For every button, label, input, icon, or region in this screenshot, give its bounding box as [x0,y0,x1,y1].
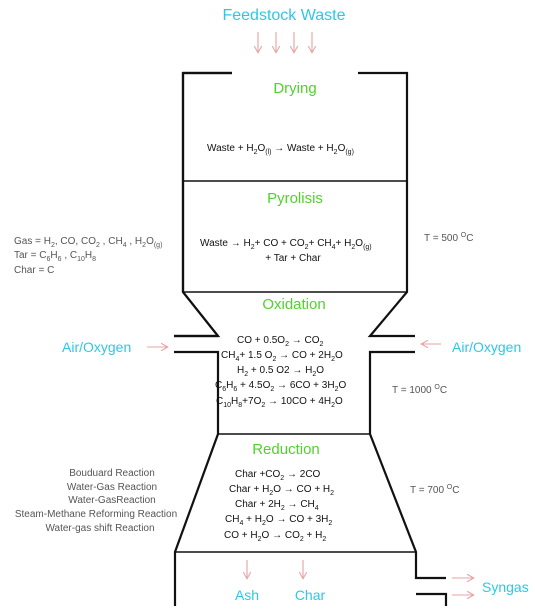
reduction-equation: Char +CO2 → 2CO [235,469,321,482]
reaction-name: Water-Gas Reaction [67,482,157,493]
pyrolysis-equation-2: + Tar + Char [265,253,321,264]
feedstock-label: Feedstock Waste [222,7,345,24]
char-composition: Char = C [14,265,54,276]
reaction-name: Water-gas shift Reaction [45,523,154,534]
reduction-temperature: T = 700 OC [410,484,459,496]
tar-composition: Tar = C6H6 , C10H8 [14,250,96,263]
gas-composition: Gas = H2, CO, CO2 , CH4 , H2O(g) [14,236,162,249]
oxidation-temperature: T = 1000 OC [392,384,447,396]
oxidation-equation: C6H6 + 4.5O2 → 6CO + 3H2O [215,380,346,393]
reactor-right-wall [358,71,448,606]
drying-equation: Waste + H2O(l) → Waste + H2O(g) [207,143,354,156]
pyrolysis-temperature: T = 500 OC [424,232,473,244]
zone-title-reduction: Reduction [252,441,320,458]
reaction-name: Bouduard Reaction [69,468,155,479]
reduction-equation: Char + 2H2 → CH4 [235,499,319,512]
feed-arrows [258,32,312,52]
reaction-names: Bouduard Reaction Water-Gas Reaction Wat… [15,468,177,534]
reduction-equation: Char + H2O → CO + H2 [229,484,334,497]
zone-title-pyrolysis: Pyrolisis [267,190,323,207]
reaction-name: Steam-Methane Reforming Reaction [15,509,177,520]
oxidation-equation: CO + 0.5O2 → CO2 [237,335,324,348]
reduction-equation: CO + H2O → CO2 + H2 [224,530,326,543]
oxidation-equation: C10H8+7O2 → 10CO + 4H2O [216,396,343,409]
zone-title-drying: Drying [273,80,316,97]
oxidation-equation: H2 + 0.5 O2 → H2O [237,365,324,378]
oxidation-equation: CH4+ 1.5 O2 → CO + 2H2O [221,350,343,363]
reaction-name: Water-GasReaction [68,495,155,506]
air-inlet-left-label: Air/Oxygen [62,339,131,355]
air-inlet-right-label: Air/Oxygen [452,339,521,355]
products-note: Gas = H2, CO, CO2 , CH4 , H2O(g) Tar = C… [14,236,162,276]
zone-title-oxidation: Oxidation [262,296,325,313]
syngas-label: Syngas [482,579,529,595]
char-label: Char [295,587,326,603]
reduction-equation: CH4 + H2O → CO + 3H2 [225,514,332,527]
ash-label: Ash [235,587,259,603]
pyrolysis-equation-1: Waste → H2+ CO + CO2+ CH4+ H2O(g) [200,238,372,251]
